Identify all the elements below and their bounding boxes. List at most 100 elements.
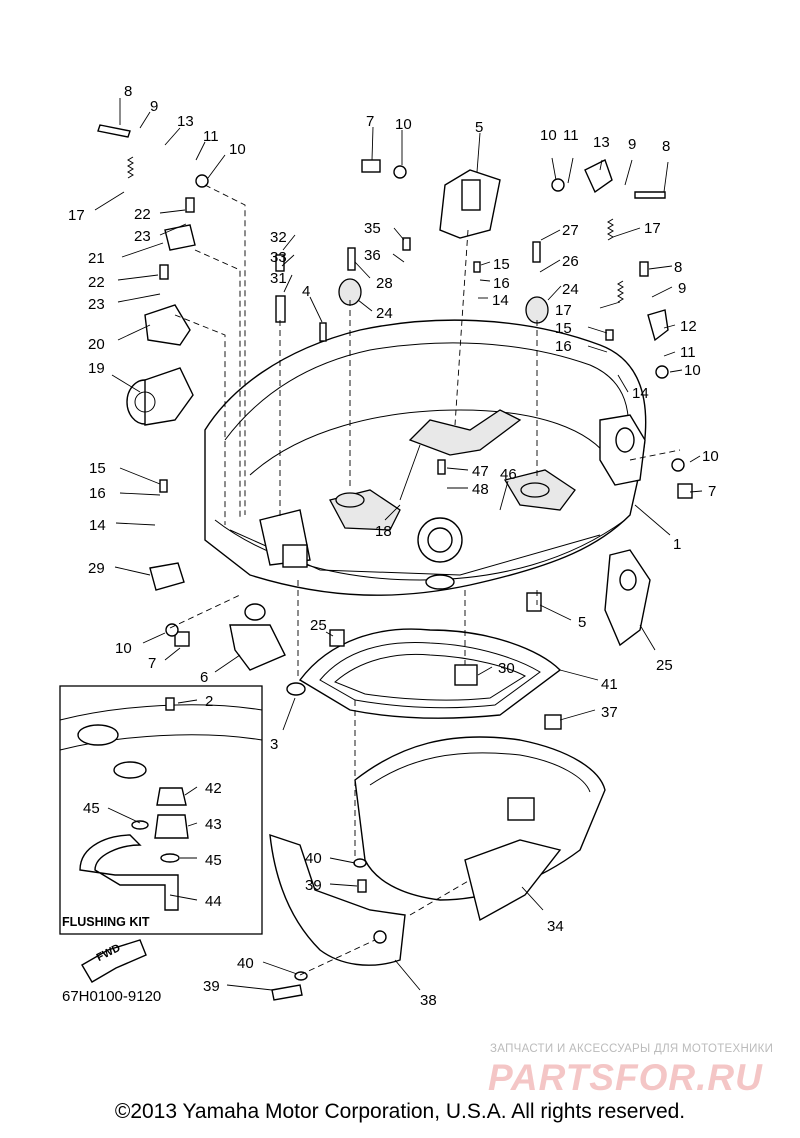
callout-number: 17 xyxy=(68,207,85,224)
flushing-kit-label: FLUSHING KIT xyxy=(62,915,150,929)
callout-number: 11 xyxy=(563,127,579,144)
callout-number: 14 xyxy=(89,517,106,534)
callout-number: 43 xyxy=(205,816,222,833)
callout-number: 10 xyxy=(395,116,412,133)
callout-number: 9 xyxy=(150,98,159,115)
callout-number: 31 xyxy=(270,270,287,287)
callout-number: 21 xyxy=(88,250,105,267)
callout-number: 8 xyxy=(662,138,671,155)
callout-number: 9 xyxy=(678,280,687,297)
callout-number: 19 xyxy=(88,360,105,377)
callout-number: 22 xyxy=(134,206,151,223)
flushing-kit-inset xyxy=(59,685,263,935)
callout-number: 13 xyxy=(177,113,194,130)
callout-number: 5 xyxy=(475,119,484,136)
leader-lines xyxy=(94,98,703,991)
callout-number: 11 xyxy=(203,128,219,145)
callout-number: 23 xyxy=(88,296,105,313)
callout-number: 15 xyxy=(555,320,572,337)
callout-number: 16 xyxy=(493,275,510,292)
callout-number: 29 xyxy=(88,560,105,577)
clip xyxy=(229,603,286,671)
callout-number: 24 xyxy=(376,305,393,322)
lock-assembly-left xyxy=(126,224,196,426)
lock-assembly-right xyxy=(584,159,669,342)
callout-number: 40 xyxy=(305,850,322,867)
watermark-tagline: ЗАПЧАСТИ И АКСЕССУАРЫ ДЛЯ МОТОТЕХНИКИ xyxy=(490,1043,774,1055)
springs xyxy=(127,156,624,303)
callout-number: 40 xyxy=(237,955,254,972)
callout-number: 37 xyxy=(601,704,618,721)
callout-number: 14 xyxy=(492,292,509,309)
part-code: 67H0100-9120 xyxy=(62,988,162,1005)
callout-number: 28 xyxy=(376,275,393,292)
callout-number: 25 xyxy=(656,657,673,674)
callout-number: 45 xyxy=(83,800,100,817)
callout-number: 45 xyxy=(205,852,222,869)
callout-number: 46 xyxy=(500,466,517,483)
callout-number: 25 xyxy=(310,617,327,634)
callout-number: 7 xyxy=(366,113,375,130)
callout-number: 36 xyxy=(364,247,381,264)
callout-number: 35 xyxy=(364,220,381,237)
callout-number: 30 xyxy=(498,660,515,677)
callout-number: 38 xyxy=(420,992,437,1009)
callout-number: 9 xyxy=(628,136,637,153)
lower-cowling xyxy=(354,736,606,922)
bracket-right xyxy=(604,549,651,647)
callout-number: 44 xyxy=(205,893,222,910)
callout-number: 10 xyxy=(229,141,246,158)
callout-number: 10 xyxy=(540,127,557,144)
callout-number: 2 xyxy=(205,693,214,710)
callout-number: 10 xyxy=(702,448,719,465)
callout-number: 17 xyxy=(644,220,661,237)
callout-number: 17 xyxy=(555,302,572,319)
callout-number: 12 xyxy=(680,318,697,335)
callout-number: 7 xyxy=(148,655,157,672)
callout-number: 8 xyxy=(124,83,133,100)
callout-number: 23 xyxy=(134,228,151,245)
callout-number: 20 xyxy=(88,336,105,353)
callout-number: 24 xyxy=(562,281,579,298)
callout-number: 32 xyxy=(270,229,287,246)
callout-number: 26 xyxy=(562,253,579,270)
guide-lines xyxy=(169,184,681,976)
callout-number: 22 xyxy=(88,274,105,291)
callout-number: 41 xyxy=(601,676,618,693)
callout-number: 18 xyxy=(375,523,392,540)
fasteners xyxy=(97,124,693,1001)
callout-number: 6 xyxy=(200,669,209,686)
callout-number: 5 xyxy=(578,614,587,631)
plug xyxy=(149,562,185,591)
callout-number: 1 xyxy=(673,536,682,553)
callout-number: 14 xyxy=(632,385,649,402)
grommets xyxy=(335,278,550,508)
callout-number: 15 xyxy=(89,460,106,477)
copyright-footer: ©2013 Yamaha Motor Corporation, U.S.A. A… xyxy=(114,1100,686,1123)
callout-number: 10 xyxy=(684,362,701,379)
callout-number: 47 xyxy=(472,463,489,480)
callout-number: 34 xyxy=(547,918,564,935)
callout-number: 48 xyxy=(472,481,489,498)
callout-number: 10 xyxy=(115,640,132,657)
callout-number: 33 xyxy=(270,249,287,266)
callout-number: 13 xyxy=(593,134,610,151)
callout-number: 3 xyxy=(270,736,279,753)
callout-number: 4 xyxy=(302,283,311,300)
bracket-top xyxy=(439,169,501,239)
callout-number: 16 xyxy=(555,338,572,355)
fwd-arrow xyxy=(81,939,147,983)
rubber-seal xyxy=(298,628,562,719)
bottom-cowling xyxy=(204,319,647,596)
callout-number: 11 xyxy=(680,344,696,361)
callout-number: 42 xyxy=(205,780,222,797)
callout-number: 8 xyxy=(674,259,683,276)
callout-number: 7 xyxy=(708,483,717,500)
callout-number: 27 xyxy=(562,222,579,239)
lower-cover xyxy=(269,833,406,966)
callout-number: 39 xyxy=(203,978,220,995)
callout-number: 39 xyxy=(305,877,322,894)
callout-number: 16 xyxy=(89,485,106,502)
callout-number: 15 xyxy=(493,256,510,273)
